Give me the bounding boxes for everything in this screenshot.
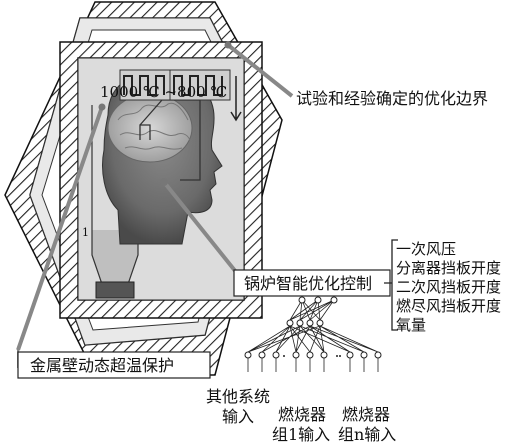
hopper-base: [95, 281, 135, 299]
nn-input-nodes: [244, 351, 382, 359]
param-overfire-air-damper: 燃尽风挡板开度: [396, 297, 501, 315]
input-other-line1: 其他系统: [206, 387, 270, 406]
input-burnerN-line2: 组n输入: [338, 425, 396, 444]
superheater-coil-left: [123, 75, 165, 96]
input-burner1-line1: 燃烧器: [278, 405, 326, 424]
leader-line-control: [162, 180, 238, 274]
nn-dots: [283, 355, 341, 357]
brain-folds: [117, 102, 191, 150]
param-oxygen: 氧量: [396, 316, 426, 334]
params-bracket: [384, 239, 398, 331]
boiler-control-label: 锅炉智能优化控制: [244, 274, 372, 293]
leader-line-metal-wall: [16, 106, 104, 351]
leader-line-boundary: [226, 43, 294, 98]
superheater-coil-right: [173, 75, 223, 96]
input-other-line2: 输入: [222, 407, 254, 426]
leader-dot-control: [160, 178, 168, 186]
optimization-boundary-label: 试验和经验确定的优化边界: [296, 89, 488, 108]
temperature-label: 1000 ℃ ~800 ℃: [100, 83, 227, 101]
leader-dot-metal-wall: [98, 103, 106, 111]
metal-wall-label: 金属壁动态超温保护: [30, 356, 174, 375]
leader-dot-boundary: [224, 41, 232, 49]
neural-network: [247, 299, 379, 353]
nn-input-legs: [247, 358, 379, 372]
boiler-control-label-box: [233, 269, 391, 297]
nn-output-nodes: [298, 296, 338, 304]
nn-hidden-nodes: [286, 319, 324, 327]
marker-one: 1: [82, 226, 89, 239]
param-secondary-air-damper: 二次风挡板开度: [396, 278, 501, 296]
input-burner1-line2: 组1输入: [272, 425, 330, 444]
metal-wall-label-box: [17, 351, 211, 379]
parameter-list: 一次风压 分离器挡板开度 二次风挡板开度 燃尽风挡板开度 氧量: [396, 240, 501, 334]
boundary-inner-band: [29, 17, 263, 346]
downflow-arrow: [230, 76, 242, 122]
param-primary-air-pressure: 一次风压: [396, 240, 456, 258]
param-separator-damper: 分离器挡板开度: [396, 259, 501, 277]
input-burnerN-line1: 燃烧器: [342, 405, 390, 424]
